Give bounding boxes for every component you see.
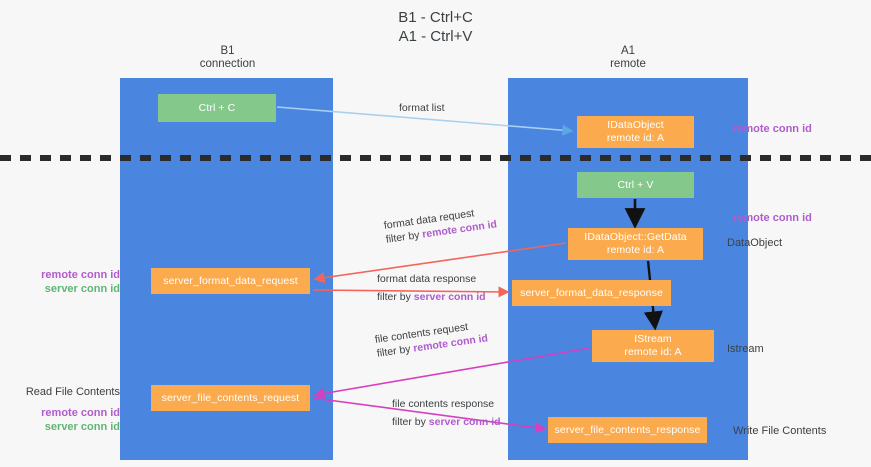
box-idataobject-label: IDataObject (607, 119, 664, 131)
box-server-format-data-request[interactable]: server_format_data_request (151, 268, 310, 294)
lane-header-b1: B1 connection (140, 45, 315, 71)
box-server-file-contents-request[interactable]: server_file_contents_request (151, 385, 310, 411)
annotation-write-file-contents-text: Write File Contents (733, 425, 827, 437)
box-ctrl-v-label: Ctrl + V (617, 178, 654, 191)
box-idataobject[interactable]: IDataObject remote id: A (577, 116, 694, 148)
lane-header-b1-line2: connection (199, 58, 256, 70)
box-istream-label: IStream (634, 333, 672, 345)
label-fdreq-filter-prefix: filter by (385, 228, 424, 246)
annotation-remote-conn-id-mid-text: remote conn id (733, 212, 812, 224)
label-fcres-filter-prefix: filter by (392, 416, 429, 428)
annotation-left-server-conn-id: server conn id (44, 283, 120, 295)
annotation-dataobject: DataObject (727, 236, 782, 250)
box-sfc-request-label: server_file_contents_request (161, 391, 300, 404)
box-idataobject-getdata[interactable]: IDataObject::GetData remote id: A (568, 228, 703, 260)
lane-header-a1-line1: A1 (620, 45, 636, 57)
annotation-remote-conn-id-top: remote conn id (733, 122, 812, 136)
annotation-remote-conn-id-top-text: remote conn id (733, 123, 812, 135)
box-server-format-data-response[interactable]: server_format_data_response (512, 280, 671, 306)
box-ctrl-c[interactable]: Ctrl + C (158, 94, 276, 122)
label-fcres-filter-key: server conn id (428, 416, 501, 428)
box-getdata-sub: remote id: A (606, 244, 665, 256)
box-sfd-response-label: server_format_data_response (520, 286, 663, 299)
box-idataobject-sub: remote id: A (606, 132, 665, 144)
label-fdres-line1: format data response (377, 273, 477, 285)
box-ctrl-v[interactable]: Ctrl + V (577, 172, 694, 198)
annotation-left-conn-ids: remote conn id server conn id (22, 268, 120, 296)
title-line-2: A1 - Ctrl+V (398, 28, 473, 45)
label-file-contents-response: file contents response filter by server … (392, 397, 501, 429)
annotation-dataobject-text: DataObject (727, 237, 783, 249)
annotation-istream: Istream (727, 342, 764, 356)
box-istream-sub: remote id: A (624, 346, 682, 358)
label-fcreq-filter-prefix: filter by (376, 342, 415, 360)
box-ctrl-c-label: Ctrl + C (198, 101, 236, 114)
label-format-data-request: format data request filter by remote con… (383, 203, 498, 246)
box-sfd-request-label: server_format_data_request (163, 274, 298, 287)
annotation-remote-conn-id-mid: remote conn id (733, 211, 812, 225)
label-format-list: format list (399, 101, 445, 115)
diagram-title: B1 - Ctrl+C A1 - Ctrl+V (0, 8, 871, 46)
annotation-istream-text: Istream (727, 343, 764, 355)
annotation-write-file-contents: Write File Contents (733, 424, 826, 438)
box-sfc-response-label: server_file_contents_response (554, 423, 701, 436)
annotation-read-file-contents-text: Read File Contents (25, 386, 120, 398)
box-istream[interactable]: IStream remote id: A (592, 330, 714, 362)
label-fdres-filter-key: server conn id (413, 291, 486, 303)
annotation-left-remote-conn-id-2: remote conn id (41, 407, 120, 419)
label-file-contents-request: file contents request filter by remote c… (374, 317, 489, 360)
annotation-left-server-conn-id-2: server conn id (44, 421, 120, 433)
lane-header-a1-line2: remote (610, 58, 646, 70)
box-getdata-label: IDataObject::GetData (584, 231, 687, 243)
label-format-data-response: format data response filter by server co… (377, 272, 486, 304)
title-line-1: B1 - Ctrl+C (398, 9, 473, 26)
lane-header-a1: A1 remote (530, 45, 726, 71)
annotation-read-file-contents-group: Read File Contents remote conn id server… (18, 385, 120, 434)
lane-header-b1-line1: B1 (220, 45, 235, 57)
label-fdres-filter-prefix: filter by (377, 291, 414, 303)
annotation-left-remote-conn-id: remote conn id (41, 269, 120, 281)
label-fcres-line1: file contents response (392, 398, 495, 410)
label-format-list-text: format list (399, 102, 445, 114)
box-server-file-contents-response[interactable]: server_file_contents_response (548, 417, 707, 443)
